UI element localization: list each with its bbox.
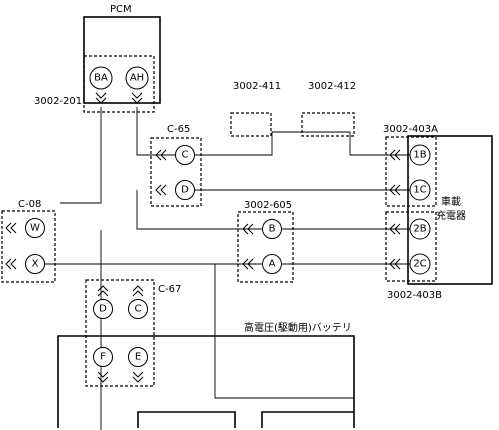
terminal-c67-f-chevron-icon — [97, 371, 109, 383]
connector-3002-412-outline — [301, 112, 355, 137]
connector-3002-411-label: 3002-411 — [233, 81, 281, 92]
pcm-box — [83, 16, 161, 104]
pin-x-circle — [25, 254, 45, 274]
terminal-1b-chevron-icon — [389, 149, 401, 161]
connector-c65-outline — [150, 137, 202, 207]
connector-3002-201-outline — [83, 55, 155, 113]
pin-c65-c-circle — [175, 145, 195, 165]
pin-1c-label: 1C — [413, 185, 426, 196]
pin-c67-c-circle — [128, 299, 148, 319]
terminal-2b-chevron-icon — [389, 223, 401, 235]
pin-605-b-circle — [262, 219, 282, 239]
connector-3002-403b-label: 3002-403B — [387, 290, 442, 301]
connector-3002-605-label: 3002-605 — [244, 200, 292, 211]
pin-2b-circle — [409, 218, 431, 240]
terminal-c65-d-chevron-icon — [155, 184, 167, 196]
pin-1b-circle — [409, 144, 431, 166]
terminal-ba-chevron-icon — [95, 92, 107, 104]
connector-c08-outline — [1, 210, 56, 283]
pin-ah-circle — [125, 66, 149, 90]
pin-c67-d-circle — [93, 299, 113, 319]
pin-c65-d-label: D — [181, 185, 189, 196]
pin-605-a-label: A — [269, 259, 276, 270]
terminal-605-a-chevron-icon — [242, 258, 254, 270]
terminal-605-b-chevron-icon — [242, 223, 254, 235]
pin-605-b-label: B — [269, 224, 276, 235]
pin-c65-d-circle — [175, 180, 195, 200]
terminal-c65-c-chevron-icon — [155, 149, 167, 161]
pin-ah-label: AH — [130, 73, 144, 84]
connector-3002-411-outline — [230, 112, 272, 137]
connector-3002-403a-outline — [385, 136, 437, 207]
connector-c67-outline — [85, 279, 155, 387]
connector-c65-label: C-65 — [167, 124, 190, 135]
onboard-charger-box — [407, 135, 493, 285]
wire-a-to-battery — [214, 264, 354, 399]
wire-d-to-b — [136, 190, 272, 230]
connector-3002-403b-outline — [385, 211, 437, 282]
pin-c67-f-label: F — [100, 352, 106, 363]
pcm-label: PCM — [110, 4, 132, 15]
pin-2b-label: 2B — [413, 224, 426, 235]
connector-3002-403a-label: 3002-403A — [383, 124, 438, 135]
pin-c67-e-label: E — [135, 352, 141, 363]
terminal-ah-chevron-icon — [131, 92, 143, 104]
pin-c67-f-circle — [93, 347, 113, 367]
pin-2c-circle — [409, 253, 431, 275]
hv-battery-label: 高電圧(駆動用)バッテリ — [244, 321, 352, 334]
pin-x-label: X — [32, 259, 39, 270]
terminal-c67-d-chevron-icon — [97, 285, 109, 297]
connector-3002-412-label: 3002-412 — [308, 81, 356, 92]
pin-1c-circle — [409, 179, 431, 201]
connector-c67-label: C-67 — [158, 284, 181, 295]
pin-c67-e-circle — [128, 347, 148, 367]
pin-c67-d-label: D — [99, 304, 107, 315]
hv-battery-box — [57, 335, 355, 428]
terminal-w-chevron-icon — [5, 222, 17, 234]
pin-605-a-circle — [262, 254, 282, 274]
pin-c65-c-label: C — [182, 150, 189, 161]
connector-3002-605-outline — [237, 211, 294, 283]
onboard-charger-label-line2: 充電器 — [436, 209, 466, 222]
terminal-2c-chevron-icon — [389, 258, 401, 270]
onboard-charger-label-line1: 車載 — [441, 195, 461, 208]
connector-c08-label: C-08 — [18, 199, 41, 210]
pin-w-label: W — [30, 223, 40, 234]
wire-c-to-1b — [185, 131, 420, 156]
connector-3002-201-label: 3002-201 — [34, 96, 82, 107]
hv-battery-inner-box-2 — [261, 411, 354, 428]
pin-2c-label: 2C — [413, 259, 426, 270]
pin-w-circle — [25, 218, 45, 238]
pin-ba-label: BA — [94, 73, 108, 84]
pin-c67-c-label: C — [135, 304, 142, 315]
terminal-x-chevron-icon — [5, 258, 17, 270]
terminal-c67-e-chevron-icon — [132, 371, 144, 383]
terminal-c67-c-chevron-icon — [132, 285, 144, 297]
hv-battery-inner-box-1 — [137, 411, 236, 428]
pin-ba-circle — [89, 66, 113, 90]
wire-ba-to-w — [60, 107, 102, 204]
wire-ah-to-c — [136, 107, 185, 156]
terminal-1c-chevron-icon — [389, 184, 401, 196]
pin-1b-label: 1B — [413, 150, 426, 161]
